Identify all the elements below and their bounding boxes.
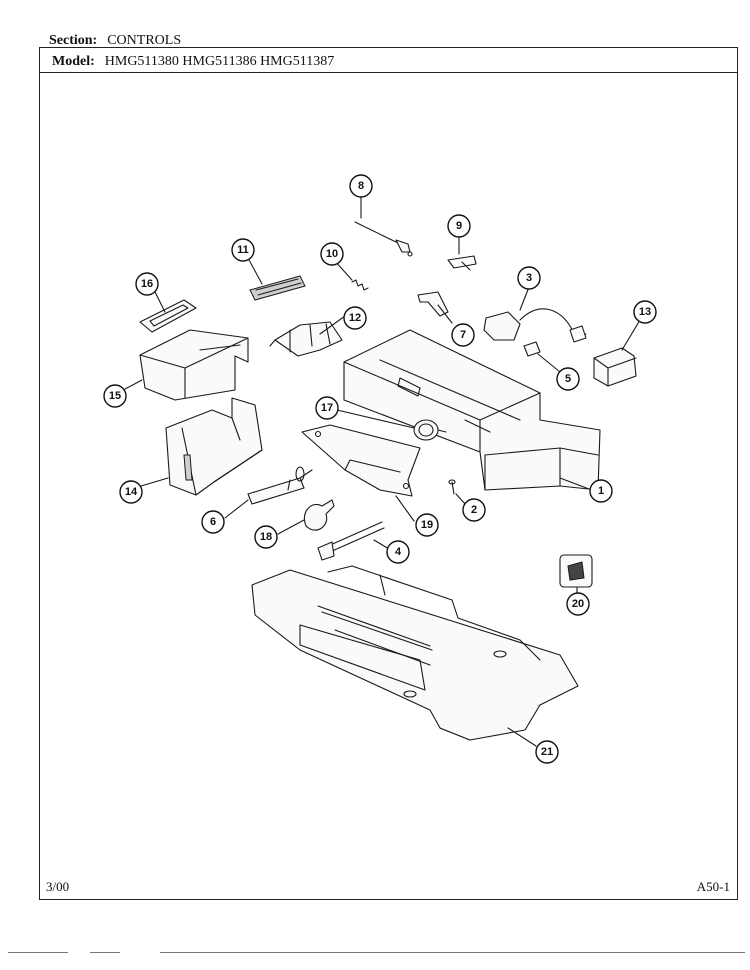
callout-3: 3 — [517, 266, 541, 290]
part-12-switch-bracket — [269, 321, 343, 357]
part-14-paddle-housing — [165, 397, 263, 496]
scan-artifact-line — [8, 952, 68, 953]
svg-text:4: 4 — [395, 546, 402, 558]
callout-14: 14 — [119, 480, 143, 504]
svg-text:19: 19 — [421, 519, 433, 531]
svg-text:18: 18 — [260, 531, 272, 543]
callout-12: 12 — [343, 306, 367, 330]
svg-text:11: 11 — [237, 244, 249, 256]
svg-text:15: 15 — [109, 390, 121, 402]
callout-10: 10 — [320, 242, 344, 266]
callout-1: 1 — [589, 479, 613, 503]
part-15-switch-cover — [139, 329, 249, 401]
part-2-screw — [448, 479, 456, 495]
callout-20: 20 — [566, 592, 590, 616]
model-value: HMG511380 HMG511386 HMG511387 — [104, 54, 335, 69]
part-20-insert — [559, 554, 593, 588]
svg-text:2: 2 — [471, 504, 477, 516]
part-17-selector — [413, 419, 447, 441]
svg-text:7: 7 — [460, 329, 466, 341]
svg-text:13: 13 — [639, 306, 651, 318]
svg-text:14: 14 — [125, 486, 138, 498]
svg-text:17: 17 — [321, 402, 333, 414]
part-6-switch-shaft — [247, 466, 313, 505]
scan-artifact-line — [90, 952, 120, 953]
part-10-spring — [351, 279, 369, 291]
svg-text:12: 12 — [349, 312, 361, 324]
svg-text:8: 8 — [358, 180, 364, 192]
callout-13: 13 — [633, 300, 657, 324]
svg-text:20: 20 — [572, 598, 584, 610]
model-heading: Model: HMG511380 HMG511386 HMG511387 — [52, 54, 334, 70]
callout-7: 7 — [451, 323, 475, 347]
callout-17: 17 — [315, 396, 339, 420]
callout-4: 4 — [386, 540, 410, 564]
part-9-lever — [447, 255, 477, 271]
diagram-frame — [39, 47, 738, 900]
part-3-switch — [483, 308, 587, 343]
scan-artifact-line — [160, 952, 745, 953]
section-value: CONTROLS — [107, 33, 182, 48]
part-5-connector — [523, 341, 541, 357]
callout-6: 6 — [201, 510, 225, 534]
part-13-actuator — [593, 347, 637, 387]
callout-2: 2 — [462, 498, 486, 522]
svg-text:3: 3 — [526, 272, 532, 284]
svg-text:6: 6 — [210, 516, 216, 528]
svg-text:5: 5 — [565, 373, 571, 385]
section-label: Section: — [49, 33, 98, 48]
part-11-grille — [249, 275, 306, 301]
model-label: Model: — [52, 54, 95, 69]
callout-21: 21 — [535, 740, 559, 764]
part-18-bulb — [304, 499, 335, 531]
page-number: A50-1 — [696, 879, 730, 894]
callout-8: 8 — [349, 174, 373, 198]
part-4-rod — [317, 521, 385, 561]
svg-text:1: 1 — [598, 485, 604, 497]
section-heading: Section: CONTROLS — [49, 33, 181, 49]
part-19-bracket — [301, 424, 421, 497]
part-7-clip — [417, 291, 449, 317]
svg-text:10: 10 — [326, 248, 338, 260]
callout-9: 9 — [447, 214, 471, 238]
callout-5: 5 — [556, 367, 580, 391]
callout-18: 18 — [254, 525, 278, 549]
part-21-dispenser-bezel — [251, 565, 579, 741]
svg-text:21: 21 — [541, 746, 553, 758]
callout-16: 16 — [135, 272, 159, 296]
revision-date: 3/00 — [46, 879, 70, 894]
callout-19: 19 — [415, 513, 439, 537]
callout-15: 15 — [103, 384, 127, 408]
svg-text:16: 16 — [141, 278, 153, 290]
part-16-gasket — [139, 299, 197, 333]
callout-11: 11 — [231, 238, 255, 262]
svg-text:9: 9 — [456, 220, 462, 232]
part-8-shaft — [354, 221, 413, 257]
header-divider — [39, 72, 738, 73]
